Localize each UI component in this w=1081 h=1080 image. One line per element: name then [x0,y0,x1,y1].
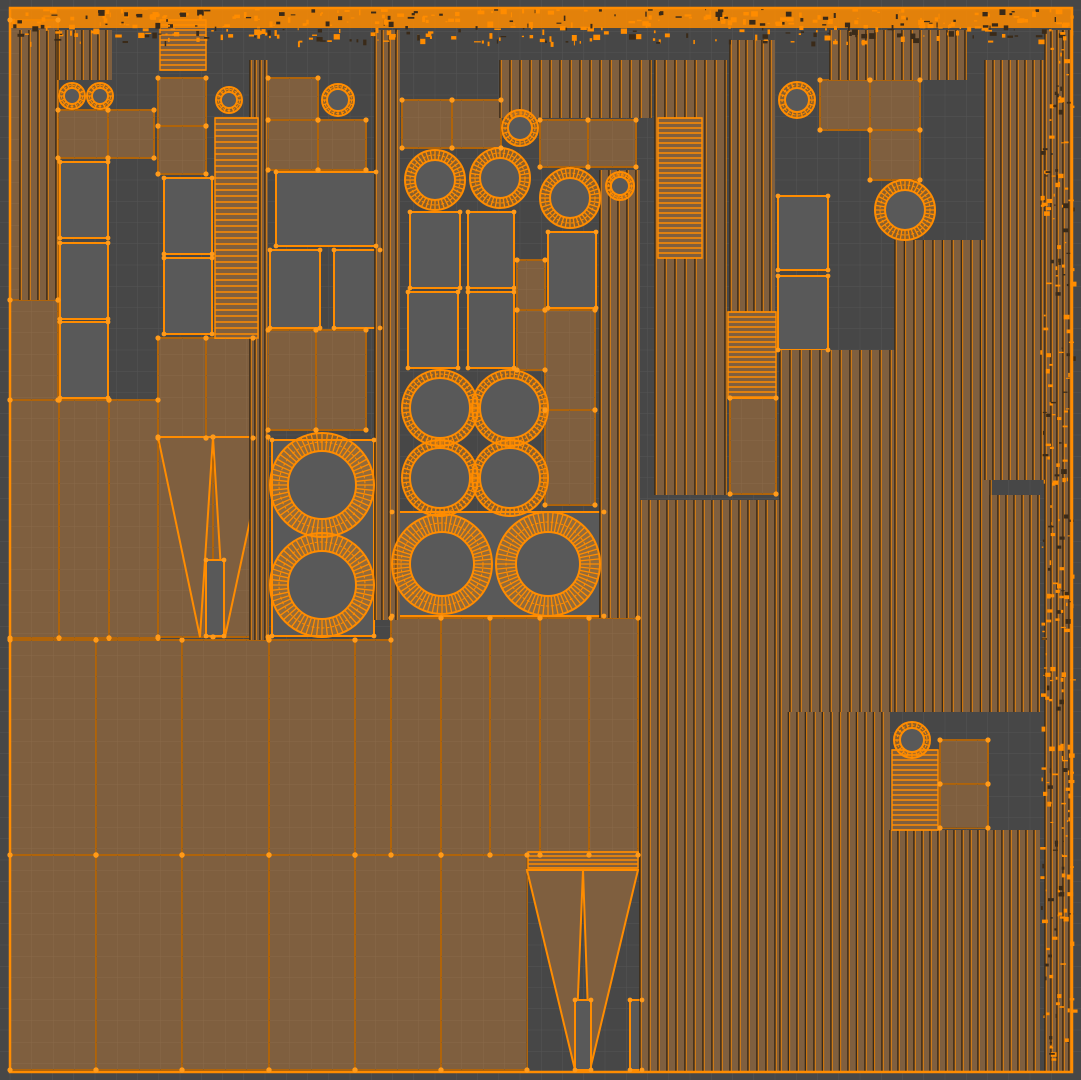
uv-hole-14[interactable] [777,275,829,351]
uv-hole-12[interactable] [547,231,597,309]
uv-top-band[interactable] [10,8,1072,28]
uv-strip-region-i[interactable] [730,40,775,312]
uv-hole-0[interactable] [59,161,109,239]
uv-strip-region-g[interactable] [985,60,1045,480]
uv-hole-11[interactable] [467,291,515,369]
uv-hole-13[interactable] [777,195,829,271]
uv-outer-border[interactable] [8,6,1074,1074]
uv-vertices[interactable] [7,17,991,1073]
uv-hole-18[interactable] [574,999,592,1071]
uv-ladder-a[interactable] [214,117,259,339]
uv-hole-2[interactable] [59,321,109,399]
uv-ladder-c[interactable] [727,311,777,399]
uv-strip-region-b[interactable] [780,350,895,712]
uv-hole-9[interactable] [467,211,515,289]
uv-hole-1[interactable] [59,242,109,320]
uv-hole-8[interactable] [409,211,461,289]
uv-wedge-2[interactable] [525,869,585,1071]
uv-hole-6[interactable] [269,249,321,329]
uv-edge-strips[interactable] [19,19,1072,1072]
uv-strip-region-l[interactable] [600,170,640,618]
uv-circular-islands[interactable] [58,81,936,759]
uv-hole-4[interactable] [163,257,213,335]
uv-hole-17[interactable] [205,559,225,637]
uv-strip-region-q[interactable] [500,60,650,118]
uv-hole-3[interactable] [163,177,213,255]
uv-top-edge-band[interactable] [8,6,1078,1074]
uv-wedge-0[interactable] [156,436,215,638]
uv-hole-7[interactable] [333,249,381,329]
uv-strip-region-a[interactable] [640,500,780,1072]
uv-hole-10[interactable] [407,291,459,369]
uv-hole-5[interactable] [275,171,377,247]
uv-strip-region-j[interactable] [830,30,965,80]
uv-wedge-3[interactable] [581,869,640,1071]
